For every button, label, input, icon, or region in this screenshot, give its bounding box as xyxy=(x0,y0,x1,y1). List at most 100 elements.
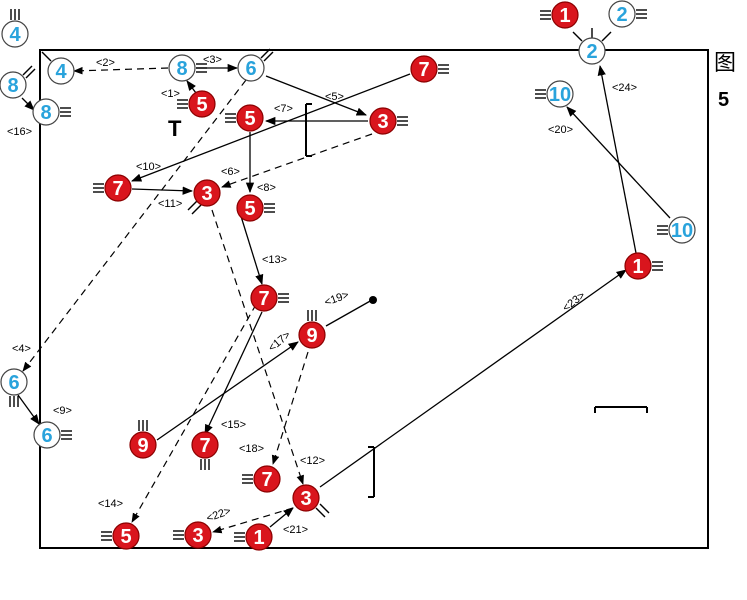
stance-mark xyxy=(187,200,198,211)
player-number: 8 xyxy=(176,58,187,80)
path-dash-9-to-7 xyxy=(271,351,309,465)
path-5-to-8-short xyxy=(186,80,197,94)
figure-number: 5 xyxy=(718,89,729,111)
player-number: 7 xyxy=(258,288,269,310)
defender-player-4: 4 xyxy=(41,51,75,85)
path-3-to-1 xyxy=(319,269,627,488)
player-disc xyxy=(236,104,264,132)
attacker-player-3: 3 xyxy=(173,521,212,549)
player-number: 5 xyxy=(244,108,255,130)
player-disc xyxy=(0,368,28,396)
player-disc xyxy=(546,80,574,108)
defender-player-6: 6 xyxy=(237,48,274,82)
player-number: 2 xyxy=(586,41,597,63)
stance-mark xyxy=(319,503,330,514)
player-disc xyxy=(608,0,636,28)
attacker-player-5: 5 xyxy=(225,104,264,132)
dashed-paths xyxy=(22,66,373,534)
player-disc xyxy=(298,321,326,349)
player-disc xyxy=(624,252,652,280)
attacker-player-1: 1 xyxy=(234,523,273,551)
player-disc xyxy=(578,37,606,65)
path-dash-8-to-4 xyxy=(73,66,169,75)
stance-mark xyxy=(41,51,52,62)
path-8-to-8 xyxy=(21,97,35,111)
player-number: 3 xyxy=(192,525,203,547)
path-10-to-10 xyxy=(566,106,671,219)
player-number: 6 xyxy=(41,425,52,447)
attacker-player-1: 1 xyxy=(624,252,663,280)
attacker-player-5: 5 xyxy=(101,522,140,550)
step-label: <3> xyxy=(203,54,222,66)
step-label: <23> xyxy=(560,289,587,314)
step-label: <2> xyxy=(96,57,115,69)
attacker-player-9: 9 xyxy=(129,420,157,459)
stance-mark xyxy=(315,507,326,518)
player-disc xyxy=(184,521,212,549)
path-dash-3-to-3 xyxy=(221,133,373,188)
path-1-to-3 xyxy=(269,507,294,528)
step-label: <14> xyxy=(98,498,123,510)
step-label: <18> xyxy=(239,443,264,455)
path-dash-6-to-6 xyxy=(22,79,247,372)
t-marker: T xyxy=(168,116,182,141)
defender-player-8: 8 xyxy=(0,65,36,99)
step-label: <16> xyxy=(7,126,32,138)
player-disc xyxy=(292,484,320,512)
step-label: <12> xyxy=(300,455,325,467)
court-boundary xyxy=(39,49,709,549)
player-disc xyxy=(47,57,75,85)
player-number: 4 xyxy=(9,24,21,46)
player-number: 7 xyxy=(112,178,123,200)
player-disc xyxy=(250,284,278,312)
stance-mark xyxy=(572,31,583,42)
stance-mark xyxy=(191,204,202,215)
attacker-player-7: 7 xyxy=(410,55,449,83)
path-dash-3-to-3-lower xyxy=(211,209,304,485)
step-label: <6> xyxy=(221,166,240,178)
player-number: 1 xyxy=(253,527,264,549)
step-label: <24> xyxy=(612,82,637,94)
path-6-to-3 xyxy=(265,75,367,116)
step-label: <9> xyxy=(53,405,72,417)
path-dribble-19 xyxy=(325,299,373,327)
player-number: 6 xyxy=(245,58,256,80)
attacker-player-3: 3 xyxy=(369,107,408,135)
player-disc xyxy=(33,421,61,449)
defender-player-8: 8 xyxy=(32,98,71,126)
player-number: 5 xyxy=(120,526,131,548)
player-number: 4 xyxy=(55,61,67,83)
player-disc xyxy=(191,431,219,459)
player-number: 5 xyxy=(244,198,255,220)
player-number: 2 xyxy=(616,4,627,26)
player-number: 5 xyxy=(196,94,207,116)
path-9-to-9 xyxy=(156,341,299,441)
path-1-to-2 xyxy=(597,64,637,254)
stance-mark xyxy=(263,51,274,62)
player-disc xyxy=(369,107,397,135)
attacker-player-3: 3 xyxy=(292,484,330,518)
path-dash-3-to-3-bottom xyxy=(212,507,294,534)
player-disc xyxy=(237,54,265,82)
player-disc xyxy=(551,1,579,29)
player-disc xyxy=(193,179,221,207)
player-number: 10 xyxy=(549,84,571,106)
player-number: 1 xyxy=(559,5,570,27)
player-disc xyxy=(410,55,438,83)
stance-mark xyxy=(22,65,33,76)
step-label: <17> xyxy=(266,329,293,354)
step-label: <15> xyxy=(221,419,246,431)
step-label: <1> xyxy=(161,88,180,100)
player-number: 1 xyxy=(632,256,643,278)
attacker-player-7: 7 xyxy=(250,284,289,312)
player-number: 9 xyxy=(306,325,317,347)
labels-layer: <1><2><3><4><5><6><7><8><9><10><11><12><… xyxy=(7,54,637,536)
step-label: <5> xyxy=(325,91,344,103)
stance-mark xyxy=(260,48,271,59)
path-5-to-7 xyxy=(239,212,264,285)
stance-mark xyxy=(25,68,36,79)
defender-player-4: 4 xyxy=(1,9,29,48)
defender-player-8: 8 xyxy=(168,54,207,82)
step-label: <19> xyxy=(323,289,351,309)
step-label: <22> xyxy=(205,505,233,525)
